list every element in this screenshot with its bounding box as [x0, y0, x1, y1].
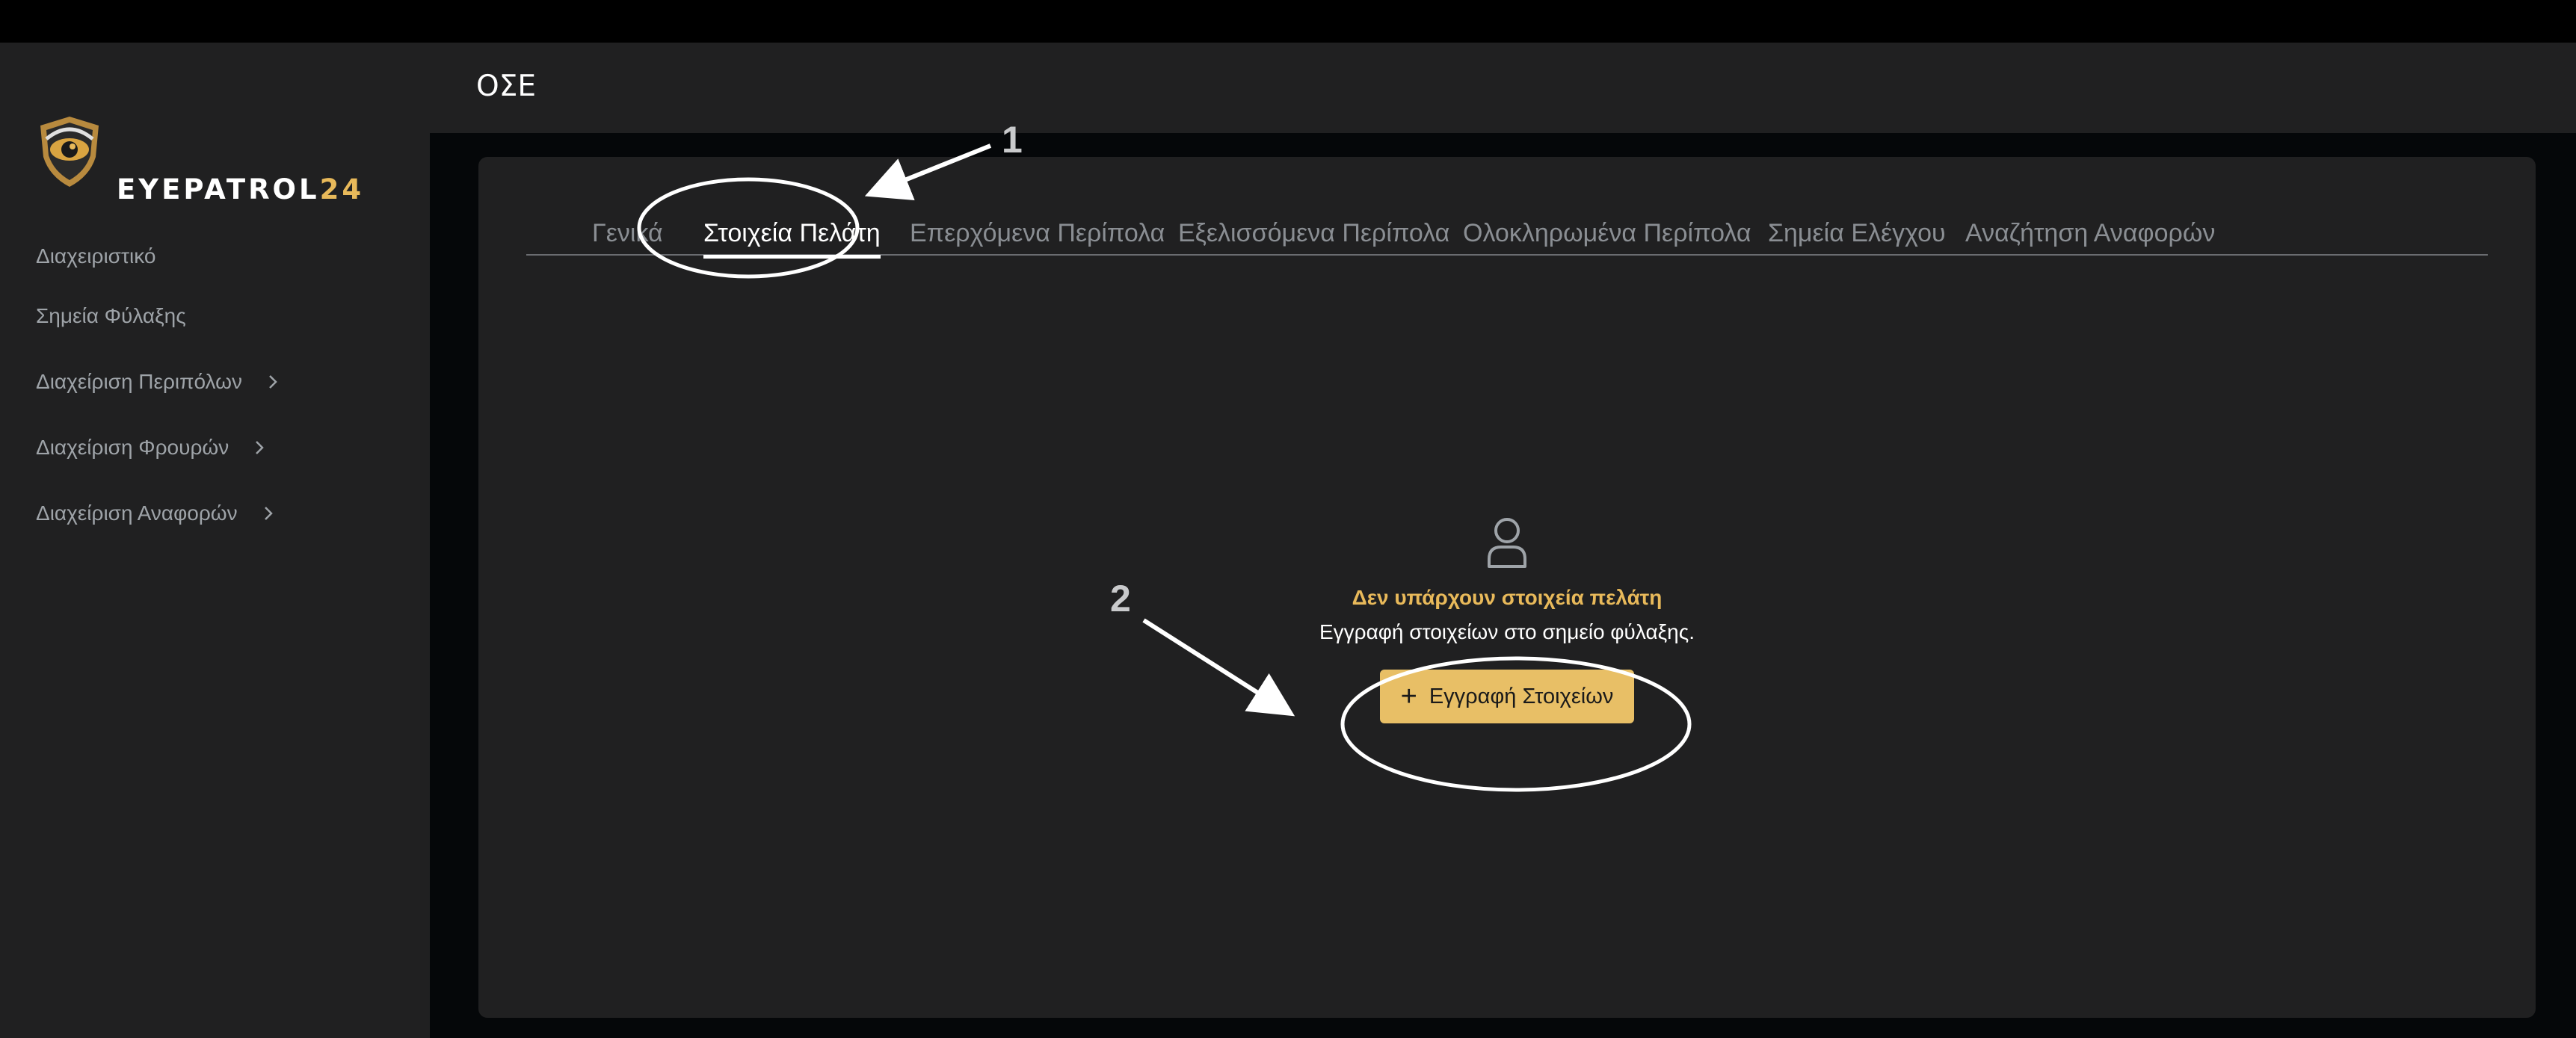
sidebar-item-label: Σημεία Φύλαξης: [36, 304, 186, 327]
logo-text: EYEPATROL24: [117, 173, 365, 206]
chevron-right-icon: [264, 507, 273, 520]
sidebar-item-guard-points[interactable]: Σημεία Φύλαξης: [36, 304, 186, 328]
add-client-details-label: Εγγραφή Στοιχείων: [1429, 684, 1614, 708]
empty-state-title: Δεν υπάρχουν στοιχεία πελάτη: [1352, 586, 1663, 609]
plus-icon: +: [1400, 681, 1417, 712]
chevron-right-icon: [256, 441, 265, 454]
tab-upcoming-patrols[interactable]: Επερχόμενα Περίπολα: [910, 219, 1165, 247]
page-header: ΟΣΕ: [430, 43, 2576, 133]
tab-report-search[interactable]: Αναζήτηση Αναφορών: [1965, 219, 2216, 247]
tab-bar: Γενικά Στοιχεία Πελάτη Επερχόμενα Περίπο…: [526, 209, 2488, 259]
tab-ongoing-patrols[interactable]: Εξελισσόμενα Περίπολα: [1178, 219, 1450, 247]
sidebar-item-patrol-management[interactable]: Διαχείριση Περιπόλων: [36, 370, 281, 394]
chevron-right-icon: [269, 375, 277, 389]
empty-state: Δεν υπάρχουν στοιχεία πελάτη Εγγραφή στο…: [478, 516, 2536, 723]
sidebar-item-dashboard[interactable]: Διαχειριστικό: [36, 244, 155, 268]
eye-shield-logo-icon: [40, 117, 99, 187]
main-card: Γενικά Στοιχεία Πελάτη Επερχόμενα Περίπο…: [478, 157, 2536, 1018]
tab-client-details[interactable]: Στοιχεία Πελάτη: [703, 209, 881, 259]
sidebar-item-label: Διαχείριση Περιπόλων: [36, 370, 242, 393]
app-logo[interactable]: EYEPATROL24: [36, 114, 410, 233]
top-bar: [0, 0, 2576, 43]
sidebar-item-label: Διαχείριση Φρουρών: [36, 436, 229, 459]
sidebar-item-guard-management[interactable]: Διαχείριση Φρουρών: [36, 436, 268, 460]
sidebar-item-label: Διαχειριστικό: [36, 244, 156, 268]
sidebar-item-report-management[interactable]: Διαχείριση Αναφορών: [36, 501, 277, 525]
tab-completed-patrols[interactable]: Ολοκληρωμένα Περίπολα: [1463, 219, 1751, 247]
user-icon: [1488, 518, 1526, 568]
tab-checkpoints[interactable]: Σημεία Ελέγχου: [1768, 219, 1946, 247]
empty-state-subtitle: Εγγραφή στοιχείων στο σημείο φύλαξης.: [1319, 620, 1695, 643]
page-title: ΟΣΕ: [476, 69, 536, 103]
tab-general[interactable]: Γενικά: [592, 219, 663, 247]
sidebar: EYEPATROL24 Διαχειριστικό Σημεία Φύλαξης…: [0, 43, 430, 1038]
add-client-details-button[interactable]: + Εγγραφή Στοιχείων: [1379, 670, 1635, 723]
sidebar-item-label: Διαχείριση Αναφορών: [36, 501, 238, 525]
